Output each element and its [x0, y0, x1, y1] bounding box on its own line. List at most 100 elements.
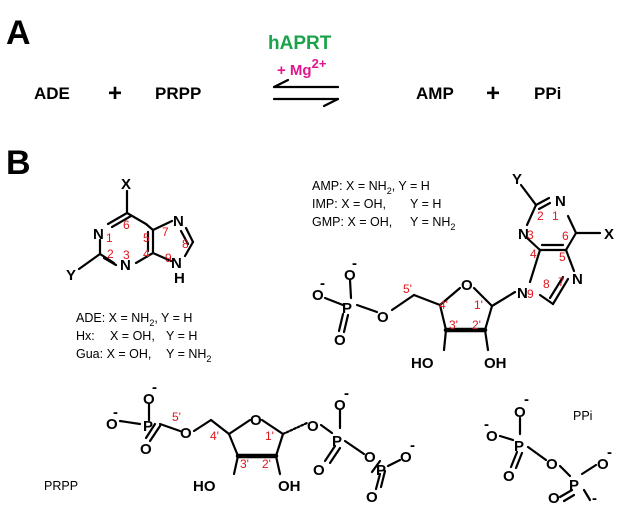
equilibrium-arrows: [272, 78, 340, 108]
prpp-p1: P: [143, 418, 153, 435]
prpp-oh2: OH: [278, 478, 301, 495]
prpp-charge-top-right: -: [344, 385, 349, 402]
nucleotide-charge2: -: [320, 275, 325, 292]
nucleotide-ring-o: O: [461, 277, 473, 294]
nucleotide-n1: N: [555, 193, 566, 210]
prpp-num-r2: 2': [262, 457, 271, 471]
nucleotide-x-label: X: [604, 226, 614, 243]
prpp-num-r3: 3': [240, 457, 249, 471]
base-num-5: 5: [143, 231, 150, 245]
nucleotide-base-structure: [519, 183, 602, 306]
base-num-1: 1: [106, 231, 113, 245]
prpp-o-top-left: O: [143, 391, 155, 408]
enzyme-label: hAPRT: [268, 33, 332, 54]
prpp-o-minus-left: O: [106, 416, 118, 433]
nucleotide-legend-gmp: GMP: X = OH,Y = NH2: [312, 215, 455, 232]
nucleotide-num-7: 7: [558, 275, 565, 289]
panel-label-a: A: [6, 14, 31, 52]
nucleotide-ho3: HO: [411, 355, 434, 372]
prpp-o-bridge: O: [364, 449, 376, 466]
nucleotide-p: P: [342, 300, 352, 317]
nucleotide-num-r5: 5': [403, 282, 412, 296]
nucleotide-num-r3: 3': [449, 318, 458, 332]
prpp-charge-right: -: [410, 437, 415, 454]
base-legend-ade: ADE: X = NH2, Y = H: [76, 311, 192, 328]
nucleotide-o-link: O: [377, 309, 389, 326]
reaction-plus-2: +: [486, 80, 500, 107]
prpp-o-double-right: O: [366, 489, 378, 504]
ppi-o-left: O: [486, 428, 498, 445]
cofactor-label: + Mg2+: [277, 56, 327, 79]
base-legend-gua: Gua: X = OH,Y = NH2: [76, 347, 211, 364]
ppi-o-double-right: O: [548, 490, 560, 504]
nucleotide-n7: N: [572, 271, 583, 288]
purine-base-structure: [77, 189, 195, 271]
nucleotide-num-r1: 1': [474, 298, 483, 312]
base-x-label: X: [121, 176, 131, 193]
prpp-ho3: HO: [193, 478, 216, 495]
panel-label-b: B: [6, 144, 31, 182]
prpp-charge-left: -: [113, 404, 118, 421]
nucleotide-num-9: 9: [527, 287, 534, 301]
prpp-num-r4: 4': [210, 429, 219, 443]
ppi-structure: [498, 416, 598, 503]
ppi-label: PPi: [573, 409, 592, 423]
cofactor-charge: 2+: [312, 56, 327, 71]
prpp-o-link: O: [180, 425, 192, 442]
reaction-substrate-prpp: PRPP: [155, 84, 201, 103]
prpp-ring-o: O: [250, 412, 262, 429]
base-num-7: 7: [162, 225, 169, 239]
ppi-charge-bottom: -: [592, 490, 597, 504]
prpp-label: PRPP: [44, 479, 78, 493]
nucleotide-num-2: 2: [537, 209, 544, 223]
prpp-o-minus-right: O: [400, 449, 412, 466]
nucleotide-legend-amp: AMP: X = NH2, Y = H: [312, 179, 430, 196]
nucleotide-o-double: O: [334, 332, 346, 349]
nucleotide-o-minus1: O: [344, 267, 356, 284]
base-num-6: 6: [123, 218, 130, 232]
base-n1: N: [93, 226, 104, 243]
base-h9: H: [174, 270, 185, 287]
cofactor-text: + Mg: [277, 62, 312, 79]
base-legend-hx: Hx:X = OH,Y = H: [76, 329, 197, 343]
reaction-substrate-ade: ADE: [34, 84, 70, 103]
nucleotide-num-4: 4: [530, 247, 537, 261]
prpp-o-top-right: O: [334, 397, 346, 414]
ppi-charge-top: -: [524, 391, 529, 408]
base-num-3: 3: [123, 248, 130, 262]
base-n7: N: [173, 213, 184, 230]
prpp-o-double-mid: O: [313, 462, 325, 479]
prpp-o-anomeric: O: [307, 418, 319, 435]
ppi-o-right: O: [597, 456, 609, 473]
nucleotide-num-6: 6: [562, 229, 569, 243]
reaction-plus-1: +: [108, 80, 122, 107]
nucleotide-num-1: 1: [552, 209, 559, 223]
prpp-p2: P: [332, 433, 342, 450]
base-num-8: 8: [182, 237, 189, 251]
prpp-structure: [118, 402, 402, 491]
base-n3: N: [120, 257, 131, 274]
nucleotide-oh2: OH: [484, 355, 507, 372]
nucleotide-ribose-structure: [323, 278, 517, 352]
ppi-charge-right: -: [607, 444, 612, 461]
nucleotide-num-5: 5: [559, 250, 566, 264]
prpp-num-r1: 1': [265, 429, 274, 443]
nucleotide-num-8: 8: [543, 277, 550, 291]
nucleotide-o-minus2: O: [312, 287, 324, 304]
nucleotide-num-3: 3: [527, 228, 534, 242]
ppi-o-top: O: [514, 404, 526, 421]
base-num-9: 9: [165, 251, 172, 265]
nucleotide-y-label: Y: [512, 171, 522, 188]
ppi-p1: P: [514, 438, 524, 455]
nucleotide-charge1: -: [352, 255, 357, 272]
prpp-charge-top-left: -: [152, 379, 157, 396]
nucleotide-legend-imp: IMP: X = OH,Y = H: [312, 197, 441, 211]
ppi-charge-left: -: [484, 416, 489, 433]
nucleotide-n3: N: [518, 226, 529, 243]
base-y-label: Y: [66, 267, 76, 284]
prpp-o-double-left: O: [140, 441, 152, 458]
ppi-o-double-left: O: [503, 468, 515, 485]
nucleotide-n9: N: [517, 285, 528, 302]
